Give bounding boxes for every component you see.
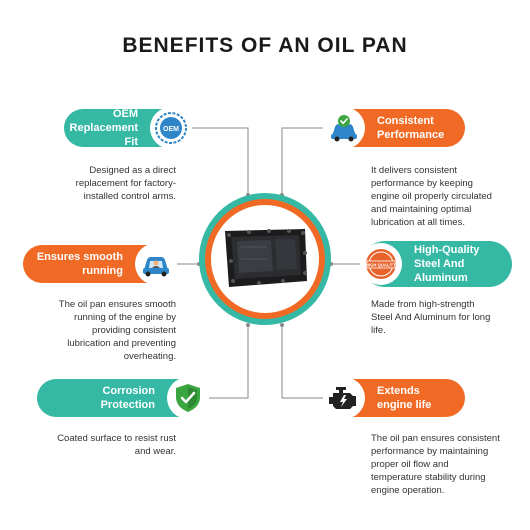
high-quality-stamp-icon: HIGH QUALITY — [360, 243, 402, 285]
benefit-quality-title-line1: High-Quality — [414, 244, 480, 256]
benefit-performance-title-line2: Performance — [377, 129, 445, 141]
benefit-smooth-description: The oil pan ensures smooth running of th… — [58, 299, 176, 362]
benefit-performance-description: It delivers consistent performance by ke… — [371, 165, 492, 228]
benefit-quality-pill: HIGH QUALITY High-Quality Steel And Alum… — [360, 241, 512, 287]
shield-check-icon — [167, 377, 209, 419]
driver-car-icon — [135, 243, 177, 285]
benefit-engine-title-line1: Extends — [377, 385, 420, 397]
benefit-engine-pill: Extends engine life — [323, 377, 465, 419]
benefit-smooth-title-line1: Ensures smooth — [36, 251, 123, 263]
benefit-smooth-title-line2: running — [82, 265, 123, 277]
benefit-engine-description: The oil pan ensures consistent performan… — [371, 433, 500, 496]
oem-seal-icon: OEM — [150, 107, 192, 149]
benefit-quality-title-line2: Steel And — [414, 258, 465, 270]
car-checkmark-icon — [323, 107, 365, 149]
svg-text:HIGH QUALITY: HIGH QUALITY — [366, 263, 396, 268]
engine-icon — [323, 377, 365, 419]
connector-engine — [281, 325, 325, 399]
page-title: BENEFITS OF AN OIL PAN — [122, 34, 408, 57]
benefit-oem-title-line2: Replacement Fit — [69, 122, 138, 148]
benefit-performance-title-line1: Consistent — [377, 115, 434, 127]
benefit-performance-pill: Consistent Performance — [323, 107, 465, 149]
benefit-quality-title-line3: Aluminum — [414, 272, 468, 284]
svg-text:OEM: OEM — [163, 126, 179, 133]
benefit-engine-title-line2: engine life — [377, 399, 432, 411]
benefit-quality-description: Made from high-strength Steel And Alumin… — [371, 299, 491, 336]
benefit-smooth-pill: Ensures smooth running — [23, 243, 177, 285]
benefit-corrosion-pill: Corrosion Protection — [37, 377, 209, 419]
connector-oem — [190, 127, 249, 195]
benefit-corrosion-title-line1: Corrosion — [102, 385, 155, 397]
benefit-oem-pill: OEM Replacement Fit OEM — [64, 107, 192, 149]
oil-pan-image — [211, 205, 319, 313]
benefit-corrosion-description: Coated surface to resist rust and wear. — [57, 433, 176, 457]
benefit-oem-description: Designed as a direct replacement for fac… — [75, 165, 176, 202]
connector-performance — [281, 127, 325, 195]
benefit-oem-title-line1: OEM — [112, 108, 138, 120]
benefit-corrosion-title-line2: Protection — [100, 399, 155, 411]
